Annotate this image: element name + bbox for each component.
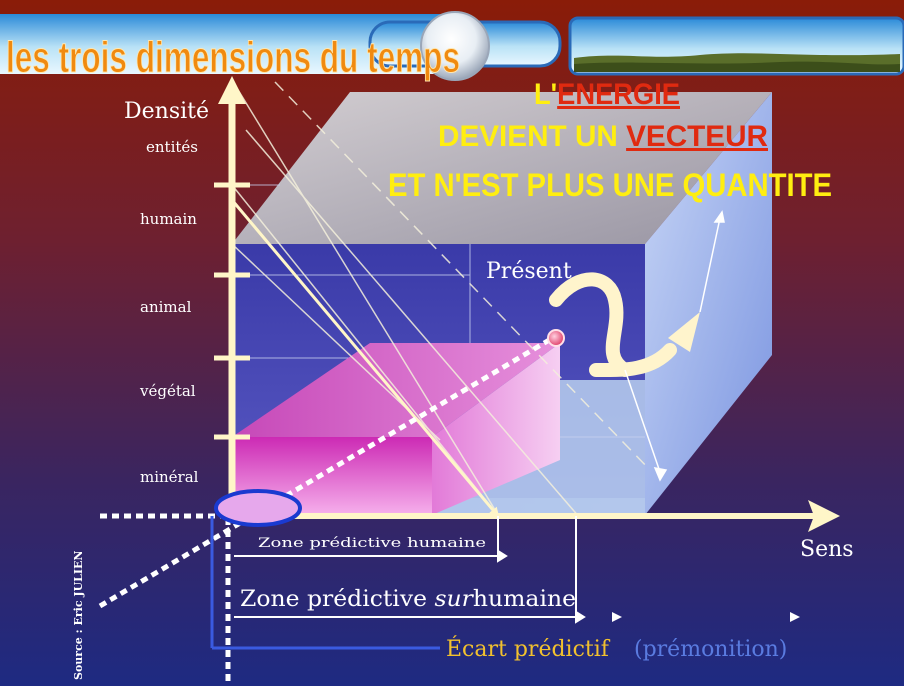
small-markers	[612, 612, 800, 622]
origin-ellipse	[214, 489, 302, 527]
source-credit: Source : Eric JULIEN	[72, 551, 85, 681]
page-title: les trois dimensions du temps	[6, 33, 460, 82]
y-axis-label: Densité	[124, 99, 209, 124]
box-top-face	[232, 92, 772, 244]
premonition-label: (prémonition)	[634, 637, 787, 662]
headline-line-3: ET N'EST PLUS UNE QUANTITE	[388, 167, 832, 203]
zone-arrows	[210, 516, 586, 650]
time-dotted-line	[98, 333, 558, 609]
curved-arrow	[549, 272, 632, 377]
headline-line-2: DEVIENT UN VECTEUR	[438, 120, 768, 153]
level-label: humain	[140, 210, 197, 228]
y-axis-arrowhead	[218, 76, 246, 104]
box-side-face	[645, 92, 772, 515]
curved-arrowhead	[668, 312, 700, 352]
header-banner	[0, 11, 904, 81]
globe-icon	[420, 11, 490, 81]
headline-line-1: L'ENERGIE	[534, 78, 680, 111]
box-vectors	[624, 210, 725, 482]
x-axis-arrowhead	[808, 500, 840, 532]
level-label: végétal	[139, 382, 196, 400]
level-label: entités	[146, 138, 198, 156]
y-axis-ticks	[214, 182, 250, 440]
level-label: minéral	[140, 468, 199, 486]
present-point	[547, 329, 565, 347]
present-label: Présent	[486, 259, 572, 284]
zone-humaine-label: Zone prédictive humaine	[258, 536, 486, 551]
main-diagonal-arrow	[230, 199, 500, 518]
x-axis-label: Sens	[800, 537, 854, 562]
prism-top-face	[232, 343, 560, 437]
level-label: animal	[140, 298, 192, 316]
prism-side-face	[432, 343, 560, 515]
ecart-label: Écart prédictif	[446, 635, 611, 662]
